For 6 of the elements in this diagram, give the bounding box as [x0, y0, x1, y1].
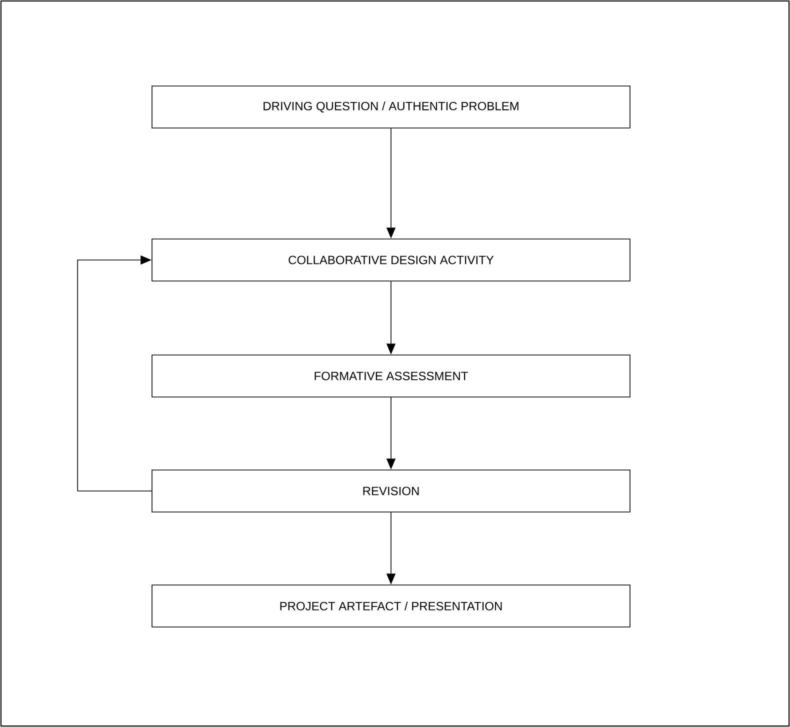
process-box: PROJECT ARTEFACT / PRESENTATION: [152, 584, 630, 628]
process-box: DRIVING QUESTION / AUTHENTIC PROBLEM: [152, 86, 630, 128]
arrow: [77, 255, 152, 492]
process-box: REVISION: [152, 470, 630, 512]
process-box: FORMATIVE ASSESSMENT: [152, 354, 630, 398]
process-box: COLLABORATIVE DESIGN ACTIVITY: [152, 238, 630, 282]
